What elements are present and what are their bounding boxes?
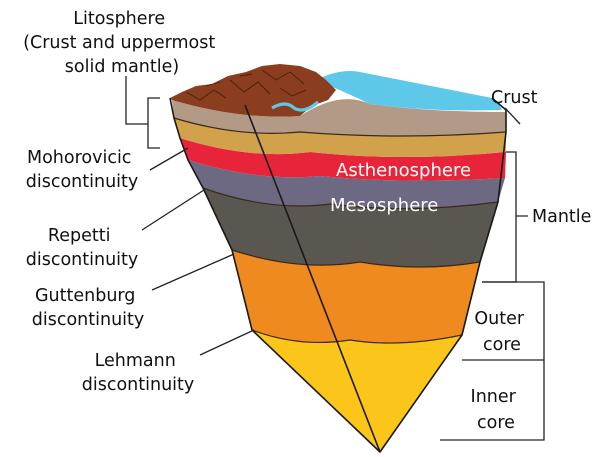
mohorovicic-leader — [150, 148, 188, 170]
repetti-leader — [142, 190, 204, 230]
inner-core-label: Inner core — [471, 387, 522, 433]
asthenosphere-label: Asthenosphere — [336, 160, 471, 181]
repetti-label: Repetti discontinuity — [26, 226, 139, 270]
crust-leader — [505, 108, 520, 124]
mantle-label: Mantle — [532, 207, 591, 227]
lehmann-leader — [200, 330, 254, 355]
litosphere-label: Litosphere (Crust and uppermost solid ma… — [23, 9, 221, 77]
guttenburg-leader — [152, 254, 234, 290]
lehmann-label: Lehmann discontinuity — [82, 351, 195, 395]
litosphere-bracket — [126, 76, 160, 148]
mohorovicic-label: Mohorovicic discontinuity — [26, 148, 139, 192]
earth-wedge — [170, 64, 506, 452]
mesosphere-label: Mesosphere — [330, 195, 438, 216]
crust-label: Crust — [491, 88, 538, 108]
guttenburg-label: Guttenburg discontinuity — [32, 286, 145, 330]
outer-core-label: Outer core — [474, 309, 529, 355]
